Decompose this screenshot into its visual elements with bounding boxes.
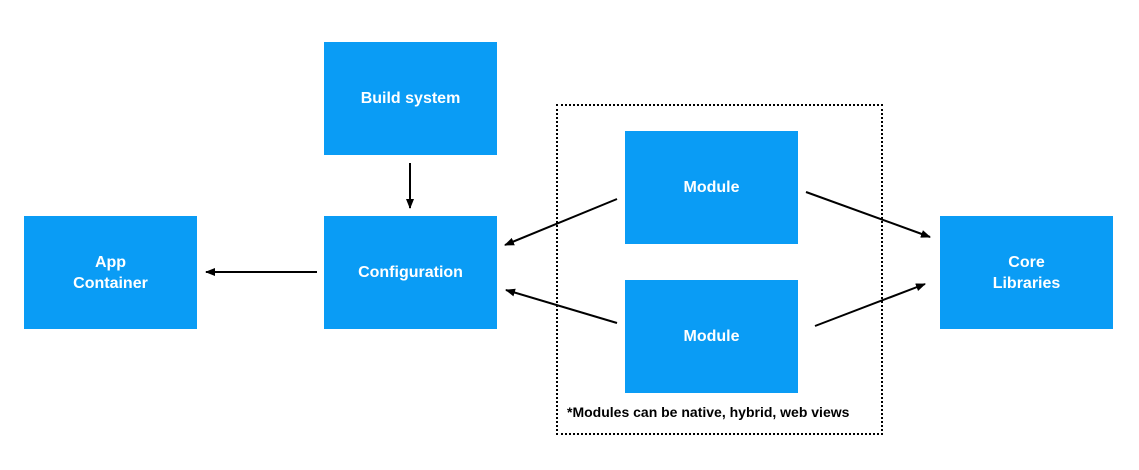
edge-module-bottom-to-core xyxy=(814,283,926,327)
core-libraries-label-line2: Libraries xyxy=(992,274,1061,292)
configuration-label: Configuration xyxy=(358,264,463,281)
module-top-label: Module xyxy=(683,179,740,196)
app-container-label-line1: App xyxy=(94,253,127,271)
module-bottom-label: Module xyxy=(683,328,740,345)
module-top-node: Module xyxy=(625,131,798,244)
modules-footnote: *Modules can be native, hybrid, web view… xyxy=(567,404,850,420)
core-libraries-label-line1: Core xyxy=(1008,253,1045,271)
edge-module-bottom-to-config xyxy=(505,288,618,324)
edge-module-top-to-config xyxy=(504,198,618,246)
app-container-label-line2: Container xyxy=(73,274,148,292)
configuration-node: Configuration xyxy=(324,216,497,329)
core-libraries-node: Core Libraries xyxy=(940,216,1113,329)
modules-group-frame xyxy=(556,104,883,435)
edge-module-top-to-core xyxy=(805,191,931,238)
build-system-label: Build system xyxy=(360,90,461,107)
build-system-node: Build system xyxy=(324,42,497,155)
app-container-node: App Container xyxy=(24,216,197,329)
module-bottom-node: Module xyxy=(625,280,798,393)
